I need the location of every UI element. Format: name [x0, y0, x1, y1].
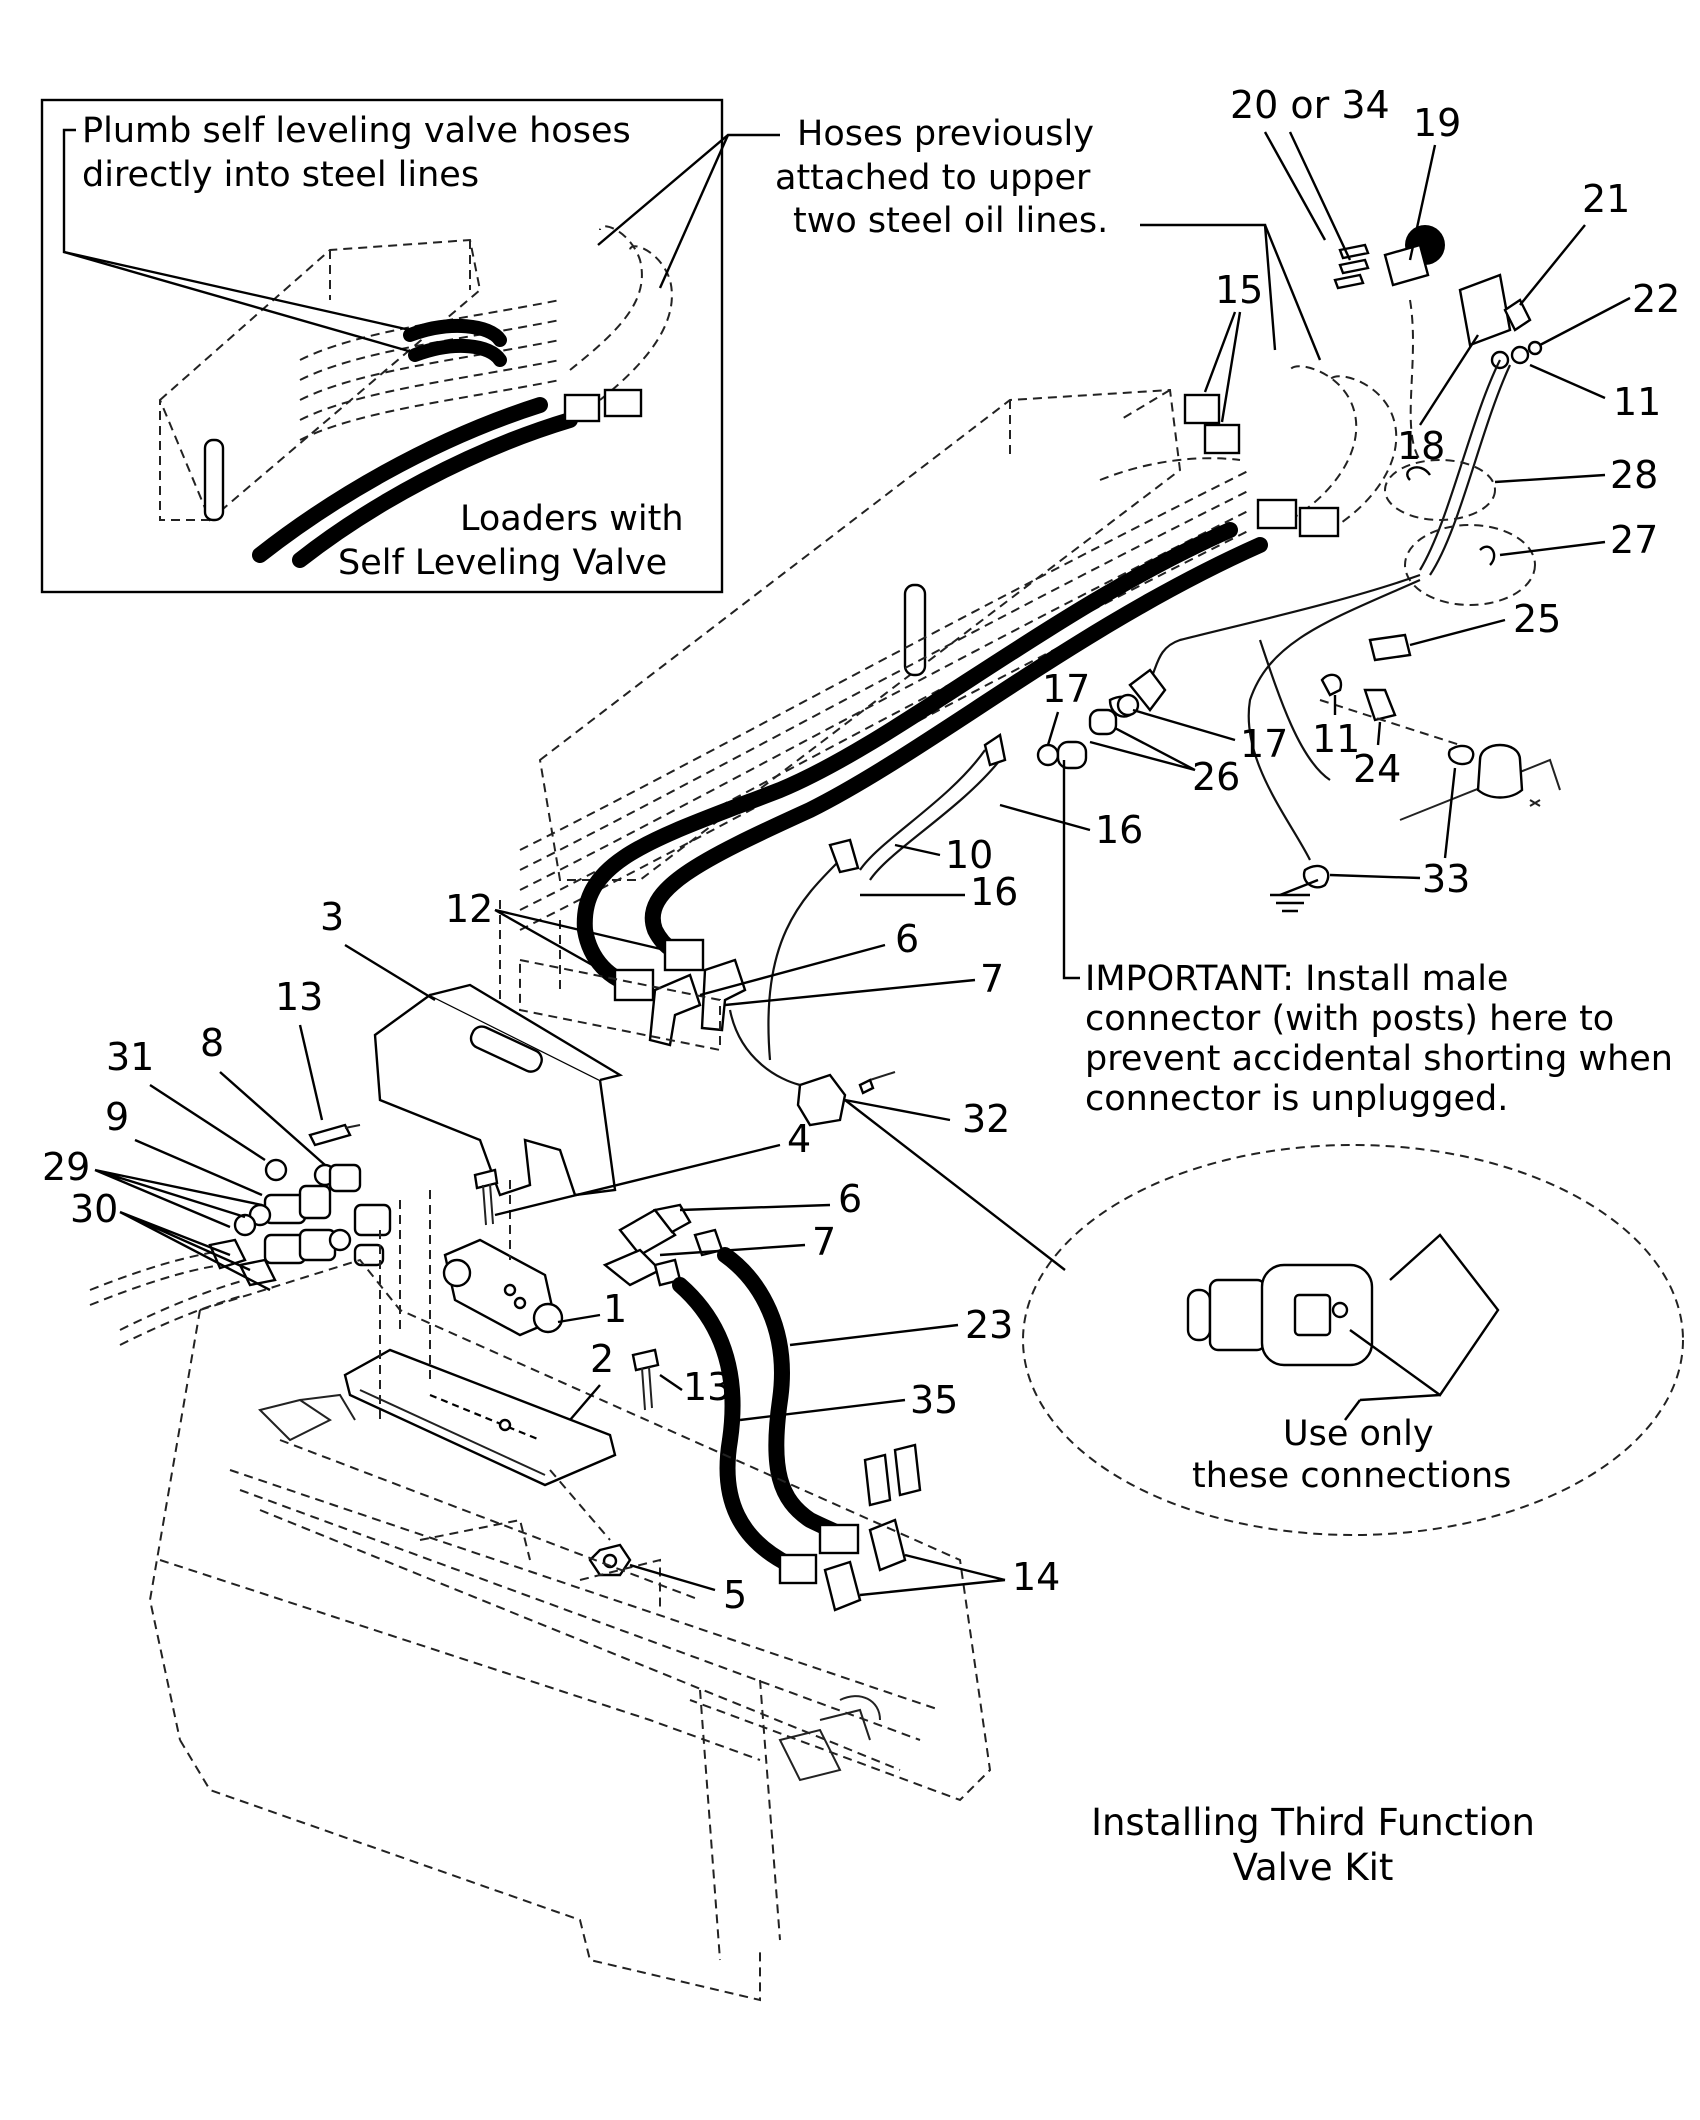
inset-callout-line-2: directly into steel lines — [82, 155, 479, 195]
title-line-2: Valve Kit — [1233, 1846, 1394, 1889]
part-label-5: 5 — [723, 1573, 747, 1617]
detail-caption-line-2: these connections — [1192, 1456, 1511, 1496]
part-label-9: 9 — [105, 1095, 129, 1139]
part-label-1: 1 — [603, 1287, 627, 1331]
inset-caption-line-1: Loaders with — [460, 499, 684, 539]
part-label-16-b: 16 — [970, 870, 1018, 914]
important-note: IMPORTANT: Install male connector (with … — [1062, 760, 1673, 1119]
part-label-15: 15 — [1215, 268, 1263, 312]
diagram-title: Installing Third Function Valve Kit — [1091, 1801, 1535, 1889]
part-label-16-a: 16 — [1095, 808, 1143, 852]
part-label-7-a: 7 — [980, 957, 1004, 1001]
title-line-1: Installing Third Function — [1091, 1801, 1535, 1844]
connector-detail: Use only these connections — [844, 1099, 1684, 1536]
inset-self-leveling: Plumb self leveling valve hoses directly… — [40, 98, 724, 594]
tractor-frame — [148, 1258, 992, 2002]
part-label-20-or-34: 20 or 34 — [1230, 83, 1390, 127]
part-label-24: 24 — [1353, 747, 1401, 791]
inset-caption-line-2: Self Leveling Valve — [338, 543, 667, 583]
part-label-19: 19 — [1413, 101, 1461, 145]
part-label-11-a: 11 — [1613, 380, 1661, 424]
part-label-27: 27 — [1610, 518, 1658, 562]
part-label-35: 35 — [910, 1378, 958, 1422]
part-label-13-a: 13 — [275, 975, 323, 1019]
part-label-10: 10 — [945, 833, 993, 877]
part-label-32: 32 — [962, 1097, 1010, 1141]
wiring-harness — [1036, 225, 1561, 913]
valve-assembly — [89, 900, 721, 1577]
part-label-30: 30 — [70, 1187, 118, 1231]
part-label-4: 4 — [787, 1117, 811, 1161]
part-label-23: 23 — [965, 1303, 1013, 1347]
part-label-26: 26 — [1192, 755, 1240, 799]
part-label-17-a: 17 — [1042, 667, 1090, 711]
ground-icon — [1270, 878, 1319, 913]
hoses-note-line-2: attached to upper — [775, 158, 1091, 198]
part-label-22: 22 — [1632, 277, 1680, 321]
part-label-28: 28 — [1610, 453, 1658, 497]
important-note-line-1: IMPORTANT: Install male — [1085, 959, 1508, 999]
part-label-18: 18 — [1397, 424, 1445, 468]
part-label-31: 31 — [106, 1035, 154, 1079]
part-label-7-b: 7 — [812, 1220, 836, 1264]
part-label-12: 12 — [445, 887, 493, 931]
loader-arm — [519, 365, 1398, 1047]
hoses-note-line-3: two steel oil lines. — [793, 201, 1108, 241]
important-note-line-4: connector is unplugged. — [1085, 1079, 1508, 1119]
part-label-8: 8 — [200, 1021, 224, 1065]
part-labels: 20 or 34 19 21 22 11 18 28 27 25 15 17 1… — [42, 83, 1680, 1617]
part-label-11-b: 11 — [1312, 717, 1360, 761]
part-label-33: 33 — [1422, 857, 1470, 901]
part-label-14: 14 — [1012, 1555, 1060, 1599]
important-note-line-3: prevent accidental shorting when — [1085, 1039, 1673, 1079]
part-label-6-b: 6 — [838, 1177, 862, 1221]
lower-hoses — [602, 733, 1007, 1612]
part-label-21: 21 — [1582, 177, 1630, 221]
part-label-29: 29 — [42, 1145, 90, 1189]
part-label-6-a: 6 — [895, 917, 919, 961]
important-note-line-2: connector (with posts) here to — [1085, 999, 1614, 1039]
part-label-25: 25 — [1513, 597, 1561, 641]
part-label-3: 3 — [320, 895, 344, 939]
part-label-13-b: 13 — [683, 1365, 731, 1409]
hoses-note-line-1: Hoses previously — [797, 114, 1094, 154]
detail-caption-line-1: Use only — [1283, 1414, 1434, 1454]
part-label-17-b: 17 — [1240, 722, 1288, 766]
part-label-2: 2 — [590, 1337, 614, 1381]
inset-callout-line-1: Plumb self leveling valve hoses — [82, 111, 631, 151]
hoses-note: Hoses previously attached to upper two s… — [597, 114, 1322, 361]
